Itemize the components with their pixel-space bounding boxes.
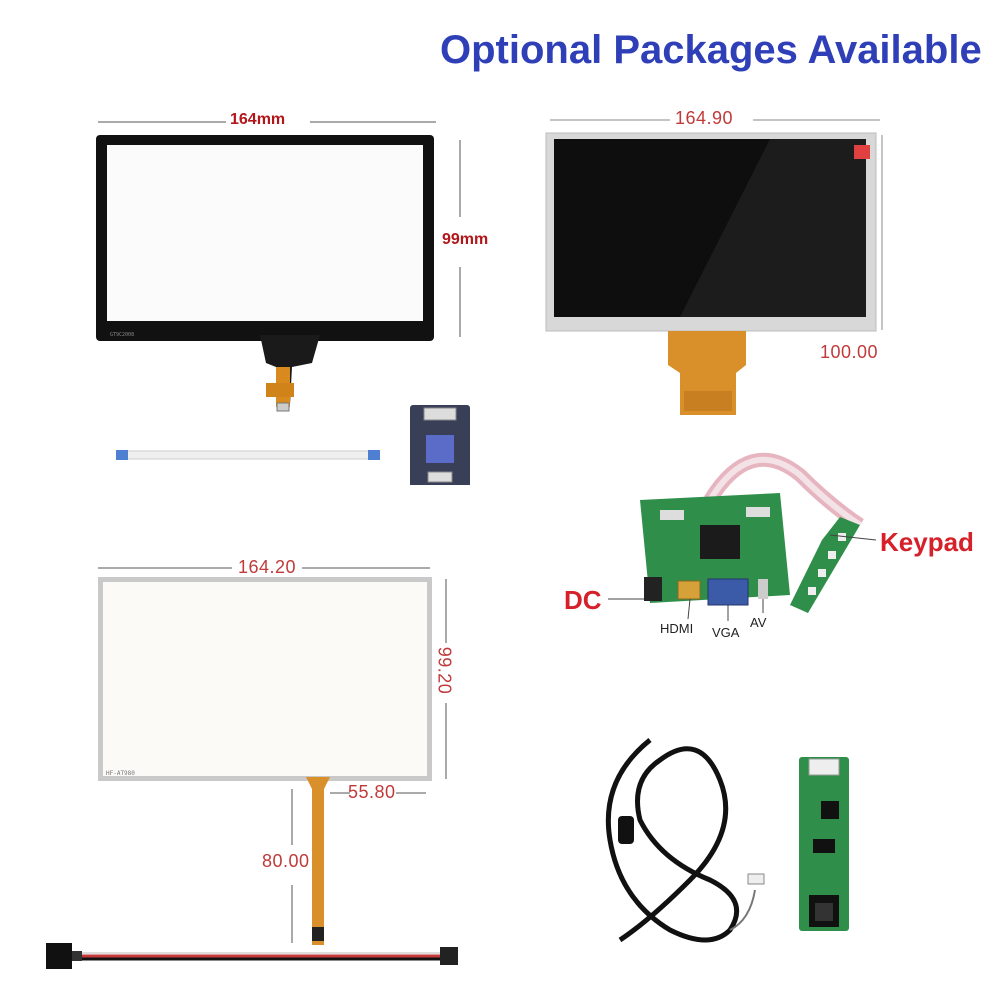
page-title: Optional Packages Available: [440, 28, 982, 72]
resistive-height-label: 99.20: [434, 646, 455, 695]
driver-board: Keypad DC HDMI VGA AV: [560, 445, 990, 645]
capacitive-width-label: 164mm: [230, 111, 286, 128]
capacitive-touch-panel: GT9C2008 164mm 99mm: [80, 105, 520, 485]
capacitive-height-label: 99mm: [442, 231, 489, 248]
vga-label: VGA: [712, 625, 740, 640]
usb-controller-board: [795, 755, 855, 935]
dc-callout: DC: [564, 585, 602, 615]
tail-width-label: 55.80: [348, 782, 396, 802]
resistive-width-label: 164.20: [238, 557, 297, 577]
svg-text:HF-AT980: HF-AT980: [106, 770, 135, 777]
hdmi-label: HDMI: [660, 621, 694, 636]
keypad-callout: Keypad: [880, 527, 974, 557]
lcd-display-panel: 164.90 100.00: [540, 105, 980, 425]
svg-text:GT9C2008: GT9C2008: [110, 332, 134, 338]
lcd-width-label: 164.90: [675, 108, 734, 128]
lcd-height-label: 100.00: [820, 342, 879, 362]
usb-cable: [580, 720, 780, 965]
tail-length-label: 80.00: [262, 851, 310, 871]
av-label: AV: [750, 615, 767, 630]
resistive-touch-panel: HF-AT980 164.20 99.20 55.80 80.00: [40, 555, 480, 975]
